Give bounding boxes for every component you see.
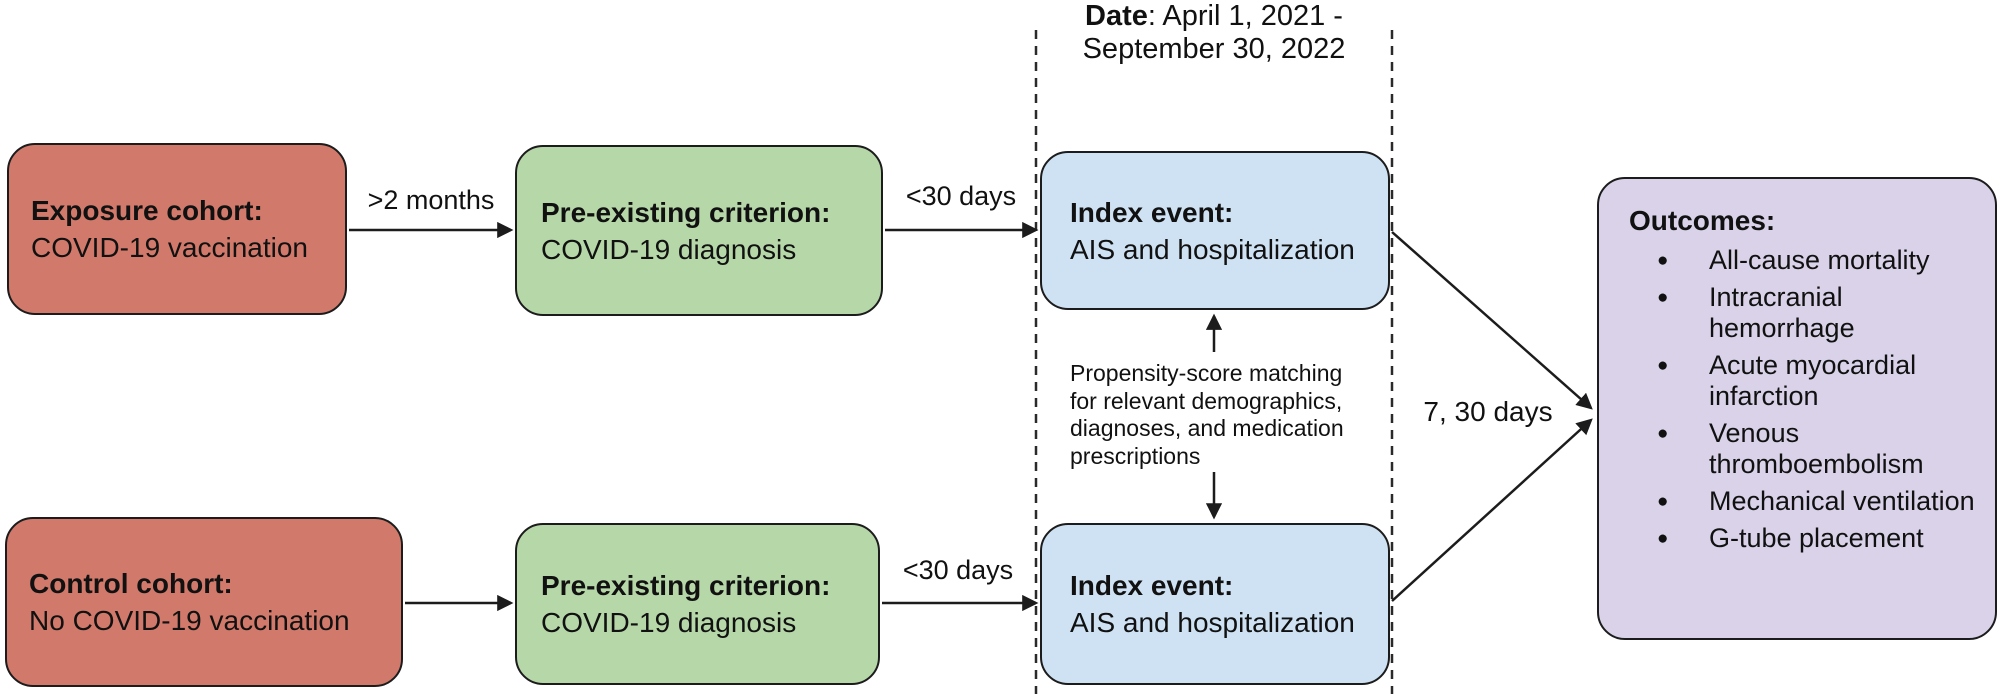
label-lt-30-days-top: <30 days — [905, 181, 1017, 211]
propensity-matching-note: Propensity-score matching for relevant d… — [1070, 360, 1344, 470]
control-cohort-title: Control cohort: — [29, 568, 233, 599]
control-cohort-box: Control cohort: No COVID-19 vaccination — [5, 517, 403, 687]
outcome-item: Mechanical ventilation — [1657, 486, 1979, 517]
preexisting-criterion-top-body: COVID-19 diagnosis — [541, 233, 797, 265]
matching-note-line: for relevant demographics, — [1070, 387, 1343, 414]
matching-note-line: prescriptions — [1070, 442, 1201, 469]
outcome-item: Venous thromboembolism — [1657, 418, 1979, 480]
matching-note-line: diagnoses, and medication — [1070, 415, 1344, 441]
label-gt-2-months: >2 months — [367, 185, 495, 215]
exposure-cohort-box: Exposure cohort: COVID-19 vaccination — [7, 143, 347, 315]
outcome-item: G-tube placement — [1657, 523, 1979, 554]
index-event-top-box: Index event: AIS and hospitalization — [1040, 151, 1390, 310]
preexisting-criterion-bottom-box: Pre-existing criterion: COVID-19 diagnos… — [515, 523, 880, 685]
index-event-bottom-body: AIS and hospitalization — [1070, 607, 1355, 638]
preexisting-criterion-top-box: Pre-existing criterion: COVID-19 diagnos… — [515, 145, 883, 316]
preexisting-criterion-bottom-body: COVID-19 diagnosis — [541, 607, 797, 638]
date-value-line1: : April 1, 2021 - — [1147, 0, 1343, 32]
label-lt-30-days-bottom: <30 days — [902, 555, 1014, 585]
outcomes-list: All-cause mortality Intracranial hemorrh… — [1629, 245, 1977, 560]
exposure-cohort-title: Exposure cohort: — [31, 195, 263, 226]
date-value-line2: September 30, 2022 — [1082, 33, 1346, 65]
date-range-line1: Date: April 1, 2021 - — [1083, 0, 1346, 33]
arrow-index-bottom-to-outcomes — [1391, 418, 1593, 602]
outcomes-title: Outcomes: — [1629, 205, 1776, 236]
preexisting-criterion-top-title: Pre-existing criterion: — [541, 196, 831, 228]
index-event-top-body: AIS and hospitalization — [1070, 233, 1355, 265]
arrow-index-top-to-outcomes — [1391, 231, 1593, 410]
exposure-cohort-body: COVID-19 vaccination — [31, 232, 309, 263]
outcome-item: All-cause mortality — [1657, 245, 1979, 276]
matching-note-line: Propensity-score matching — [1070, 360, 1343, 386]
date-range-note: Date: April 1, 2021 - September 30, 2022 — [1083, 0, 1346, 66]
control-cohort-body: No COVID-19 vaccination — [29, 605, 350, 636]
date-label: Date — [1085, 0, 1148, 32]
outcome-item: Acute myocardial infarction — [1657, 350, 1979, 412]
preexisting-criterion-bottom-title: Pre-existing criterion: — [541, 570, 831, 601]
index-event-top-title: Index event: — [1070, 196, 1234, 228]
index-event-bottom-box: Index event: AIS and hospitalization — [1040, 523, 1390, 685]
index-event-bottom-title: Index event: — [1070, 570, 1234, 601]
label-7-30-days: 7, 30 days — [1423, 396, 1553, 427]
outcome-item: Intracranial hemorrhage — [1657, 282, 1979, 344]
outcomes-box: Outcomes: All-cause mortality Intracrani… — [1597, 177, 1997, 640]
